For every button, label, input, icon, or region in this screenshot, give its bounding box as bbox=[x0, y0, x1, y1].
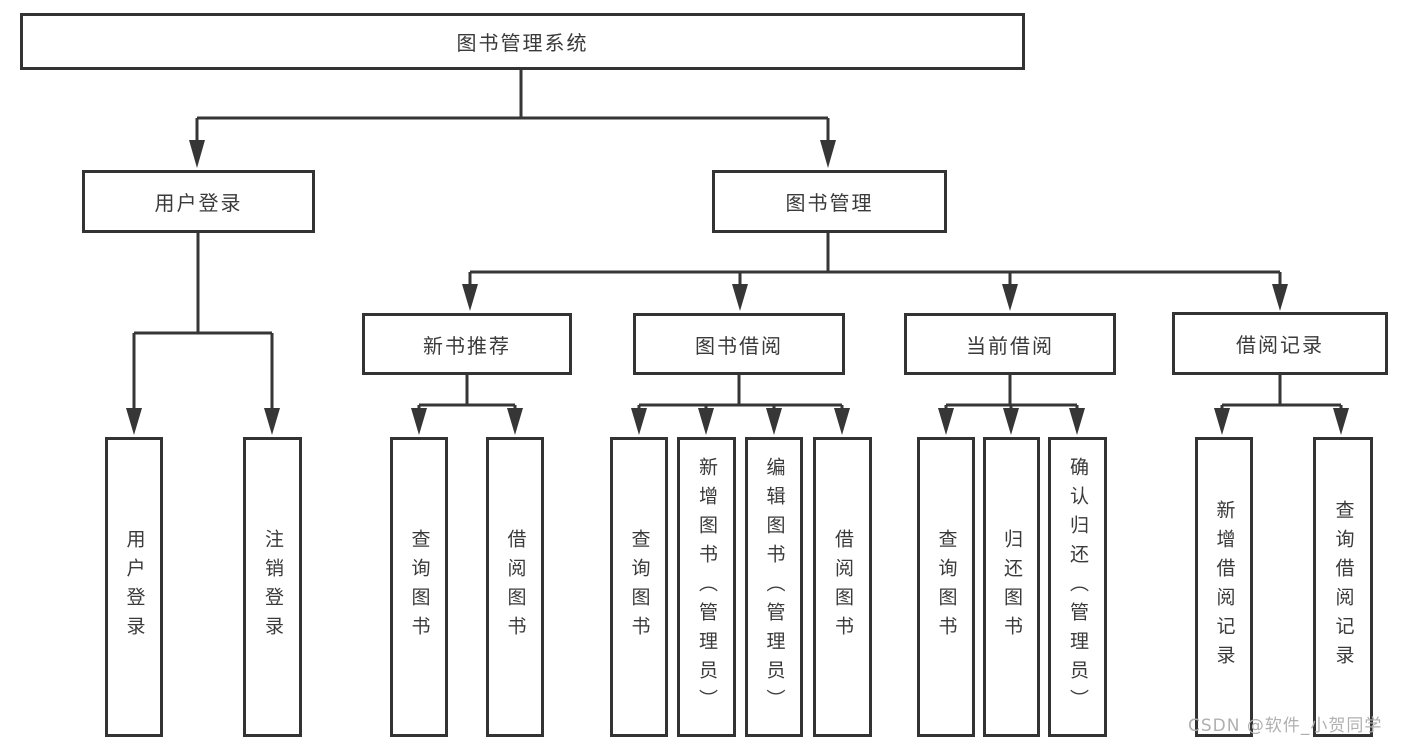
node-book-borrowing: 图书借阅 bbox=[633, 313, 845, 375]
connector-root-split bbox=[195, 70, 830, 144]
arrowhead bbox=[462, 284, 478, 311]
node-book-management: 图书管理 bbox=[712, 170, 947, 233]
leaf-recommend-borrow-book: 借阅图书 bbox=[486, 437, 544, 737]
arrowhead bbox=[1272, 284, 1288, 311]
arrowhead bbox=[820, 140, 836, 168]
leaf-records-query-record: 查询借阅记录 bbox=[1313, 437, 1373, 737]
leaf-current-return-book: 归还图书 bbox=[983, 437, 1040, 737]
arrowhead bbox=[1214, 408, 1230, 435]
leaf-current-query-book: 查询图书 bbox=[917, 437, 975, 737]
connector-borrow-records-split bbox=[1220, 375, 1343, 412]
connector-user-login-split bbox=[132, 233, 274, 412]
arrowhead bbox=[698, 408, 714, 435]
connector-new-book-recommend-split bbox=[417, 375, 517, 412]
connector-current-borrowing-split bbox=[944, 375, 1079, 412]
arrowhead bbox=[126, 408, 142, 435]
node-new-book-recommend: 新书推荐 bbox=[362, 313, 572, 375]
arrowhead bbox=[766, 408, 782, 435]
arrowhead bbox=[1069, 408, 1085, 435]
arrowhead bbox=[938, 408, 954, 435]
arrowheads bbox=[126, 140, 1349, 435]
arrowhead bbox=[1003, 408, 1019, 435]
arrowhead bbox=[834, 408, 850, 435]
csdn-watermark: CSDN @软件_小贺同学 bbox=[1188, 716, 1383, 736]
node-user-login: 用户登录 bbox=[82, 170, 315, 233]
leaf-records-add-record: 新增借阅记录 bbox=[1195, 437, 1253, 737]
node-borrow-records: 借阅记录 bbox=[1172, 312, 1388, 375]
connector-paths bbox=[132, 70, 1343, 412]
arrowhead bbox=[507, 408, 523, 435]
connector-book-borrowing-split bbox=[637, 375, 844, 412]
leaf-recommend-query-book: 查询图书 bbox=[390, 437, 448, 737]
arrowhead bbox=[732, 284, 748, 311]
connector-book-management-split bbox=[468, 233, 1282, 288]
leaf-borrowing-add-book-admin: 新增图书（管理员） bbox=[677, 437, 736, 737]
arrowhead bbox=[631, 408, 647, 435]
leaf-user-login: 用户登录 bbox=[105, 437, 163, 737]
arrowhead bbox=[411, 408, 427, 435]
arrowhead bbox=[264, 408, 280, 435]
leaf-borrowing-borrow-book: 借阅图书 bbox=[813, 437, 872, 737]
arrowhead bbox=[1002, 284, 1018, 311]
leaf-current-confirm-return-admin: 确认归还（管理员） bbox=[1048, 437, 1107, 737]
node-library-system: 图书管理系统 bbox=[20, 13, 1025, 70]
leaf-logout: 注销登录 bbox=[243, 437, 302, 737]
leaf-borrowing-edit-book-admin: 编辑图书（管理员） bbox=[745, 437, 803, 737]
arrowhead bbox=[189, 140, 205, 168]
leaf-borrowing-query-book: 查询图书 bbox=[610, 437, 668, 737]
arrowhead bbox=[1333, 408, 1349, 435]
node-current-borrowing: 当前借阅 bbox=[904, 313, 1116, 375]
